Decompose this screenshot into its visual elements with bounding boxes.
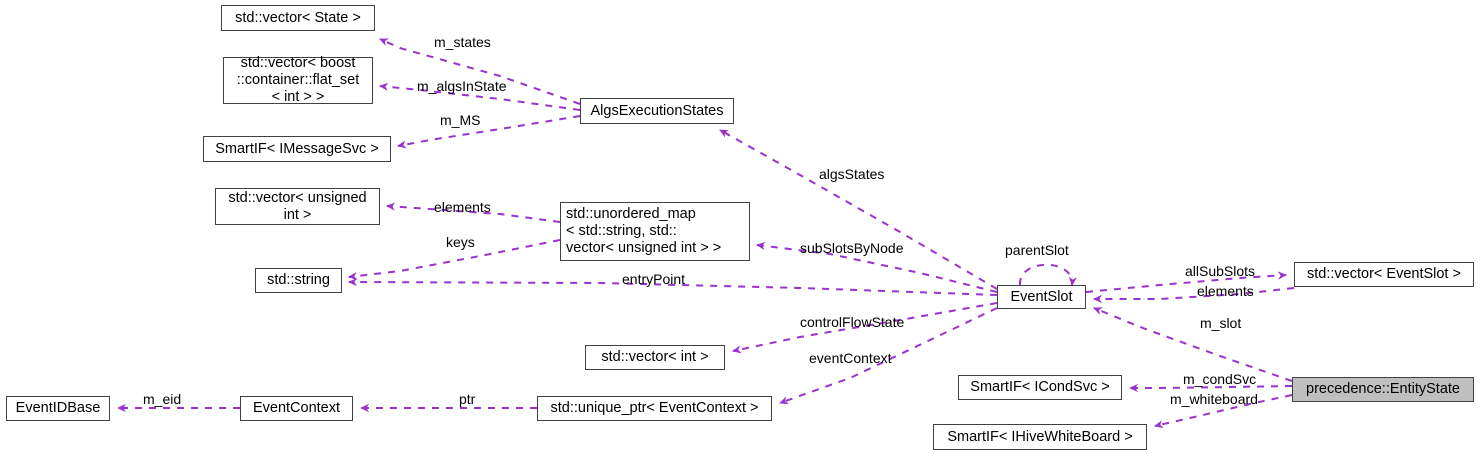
edge-label-e_parentSlot: parentSlot bbox=[1005, 242, 1069, 258]
edge-label-e_eventContext: eventContext bbox=[809, 350, 892, 366]
edge-e_elements_evt bbox=[1093, 287, 1295, 304]
node-vector_uint[interactable]: std::vector< unsigned int > bbox=[215, 188, 380, 225]
edge-label-e_m_condSvc: m_condSvc bbox=[1183, 371, 1257, 387]
edge-e_m_MS bbox=[397, 115, 581, 149]
node-event_slot[interactable]: EventSlot bbox=[997, 285, 1086, 309]
node-smartif_imessagesvc[interactable]: SmartIF< IMessageSvc > bbox=[203, 136, 391, 162]
edge-label-e_m_MS: m_MS bbox=[440, 112, 481, 128]
node-unordered_map[interactable]: std::unordered_map < std::string, std:: … bbox=[560, 202, 750, 261]
node-vector_eventslot[interactable]: std::vector< EventSlot > bbox=[1294, 262, 1474, 287]
node-vector_int[interactable]: std::vector< int > bbox=[585, 345, 725, 370]
edge-label-e_subSlotsByNode: subSlotsByNode bbox=[800, 240, 904, 256]
node-entity_state[interactable]: precedence::EntityState bbox=[1292, 377, 1474, 402]
edge-label-e_m_states: m_states bbox=[434, 34, 491, 50]
edge-label-e_elements_map: elements bbox=[434, 199, 491, 215]
node-smartif_ihivewb[interactable]: SmartIF< IHiveWhiteBoard > bbox=[933, 424, 1147, 450]
edge-label-e_entryPoint: entryPoint bbox=[622, 271, 686, 287]
edge-e_parentSlot bbox=[1018, 263, 1077, 286]
node-smartif_icondsvc[interactable]: SmartIF< ICondSvc > bbox=[958, 375, 1122, 400]
node-event_context[interactable]: EventContext bbox=[240, 396, 353, 421]
node-unique_ptr_evtctx[interactable]: std::unique_ptr< EventContext > bbox=[537, 396, 772, 421]
node-event_id_base[interactable]: EventIDBase bbox=[6, 396, 110, 421]
node-vector_state[interactable]: std::vector< State > bbox=[221, 5, 375, 31]
edge-e_algsStates bbox=[719, 129, 998, 290]
edge-label-e_controlFlowState: controlFlowState bbox=[800, 314, 905, 330]
edge-label-e_allSubSlots: allSubSlots bbox=[1185, 263, 1256, 279]
edge-label-e_algsStates: algsStates bbox=[819, 166, 885, 182]
edge-label-e_m_algsInState: m_algsInState bbox=[417, 78, 507, 94]
node-algs_exec_states[interactable]: AlgsExecutionStates bbox=[580, 98, 734, 124]
node-std_string[interactable]: std::string bbox=[255, 268, 342, 293]
edge-label-e_m_eid: m_eid bbox=[143, 391, 182, 407]
edge-label-e_ptr: ptr bbox=[459, 391, 476, 407]
edge-label-e_m_slot: m_slot bbox=[1200, 315, 1242, 331]
node-vector_flatset[interactable]: std::vector< boost ::container::flat_set… bbox=[223, 55, 373, 105]
edge-label-e_elements_evt: elements bbox=[1197, 283, 1254, 299]
edge-label-e_m_whiteboard: m_whiteboard bbox=[1170, 391, 1258, 407]
edge-label-e_keys: keys bbox=[446, 234, 475, 250]
